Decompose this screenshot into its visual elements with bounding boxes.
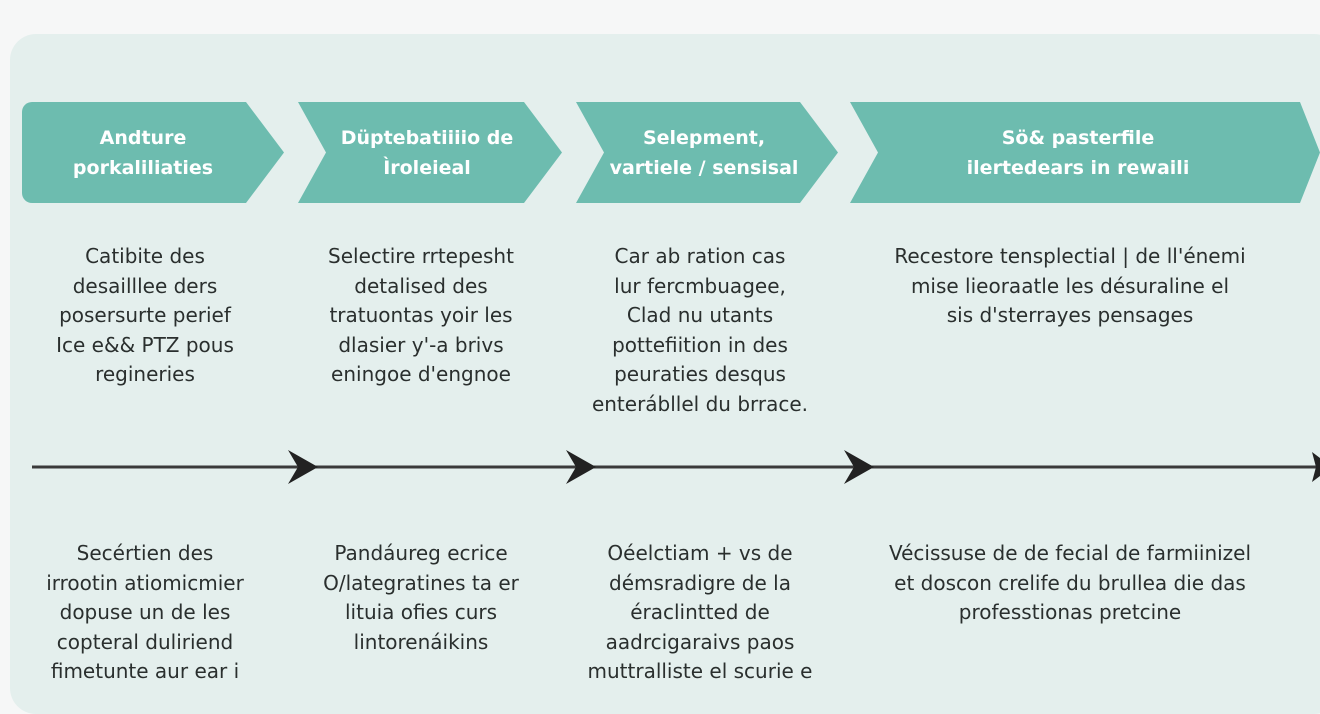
stage-4-bottom-line-3: professtionas pretcine	[958, 600, 1182, 624]
stage-2-bottom-line-1: Pandáureg ecrice	[334, 541, 508, 565]
stage-1-top-text: Catibite des desailllee ders posersurte …	[30, 242, 260, 390]
stage-1-header: Andture porkaliliaties	[22, 102, 284, 203]
stage-2-top-line-2: detalised des	[354, 273, 488, 298]
stage-3-bottom-line-5: muttralliste el scurie e	[587, 659, 813, 683]
stage-1-bottom-line-2: irrootin atiomicmier	[46, 570, 244, 595]
stage-3-bottom-line-2: démsradigre de la	[609, 570, 791, 595]
stage-3-top-text: Car ab ration cas lur fercmbuagee, Clad …	[575, 242, 825, 419]
stage-3-bottom-text: Oéelctiam + vs de démsradigre de la érac…	[575, 539, 825, 687]
stage-1-top-line-4: Ice e&& PTZ pous	[56, 332, 234, 357]
stage-2-top-line-1: Selectire rrtepesht	[328, 244, 514, 268]
stage-1-title-line-2: porkaliliaties	[72, 156, 214, 179]
stage-1-bottom-line-4: copteral duliriend	[56, 629, 234, 654]
stage-2-bottom-line-3: lituia ofies curs	[344, 600, 498, 624]
stage-2-title-line-1: Düptebatiiiio de	[340, 126, 514, 149]
stage-3-bottom-line-3: éraclintted de	[630, 600, 770, 624]
stage-3-top-line-2: lur fercmbuagee,	[614, 273, 786, 298]
stage-2-bottom-text: Pandáureg ecrice O/lategratines ta er li…	[306, 539, 536, 657]
stage-1-bottom-line-1: Secértien des	[76, 541, 214, 565]
stage-2-top-line-4: dlasier y'-a brivs	[338, 332, 504, 357]
stage-4-title-line-2: ilertedears in rewaili	[966, 156, 1190, 179]
stage-3-bottom-line-1: Oéelctiam + vs de	[607, 541, 793, 565]
stage-4-bottom-line-1: Vécissuse de de fecial de farmiinizel	[888, 541, 1252, 565]
timeline-arrow-1	[288, 450, 318, 484]
stage-2-top-line-5: eningoe d'engnoe	[331, 362, 511, 386]
stage-1-title-line-1: Andture	[99, 126, 187, 149]
stage-2-header: Düptebatiiiio de Ìroleieal	[298, 102, 562, 203]
stage-3-title-line-2: vartiele / sensisal	[609, 156, 799, 179]
timeline-arrow-end	[1312, 452, 1320, 482]
stage-4-top-line-2: mise lieoraatle les désuraline el	[910, 273, 1230, 298]
stage-1-bottom-line-3: dopuse un de les	[59, 600, 231, 624]
stage-2-bottom-line-4: lintorenáikins	[353, 629, 489, 654]
stage-4-header: Sö& pasterfile ilertedears in rewaili	[850, 102, 1320, 203]
stage-4-top-text: Recestore tensplectial | de ll'énemi mis…	[860, 242, 1280, 331]
stage-1-top-line-5: regineries	[95, 362, 195, 386]
timeline-arrow-3	[844, 450, 874, 484]
timeline	[32, 450, 1320, 484]
stage-1-top-line-3: posersurte perief	[59, 303, 231, 327]
stage-3-title-line-1: Selepment,	[642, 126, 766, 149]
stage-1-bottom-line-5: fimetunte aur ear i	[50, 659, 240, 683]
stage-4-top-line-3: sis d'sterrayes pensages	[946, 303, 1194, 327]
stage-4-bottom-line-2: et doscon crelife du brullea die das	[894, 570, 1246, 595]
stage-1-bottom-text: Secértien des irrootin atiomicmier dopus…	[30, 539, 260, 687]
stage-1-top-line-2: desailllee ders	[72, 273, 218, 298]
stage-2-top-line-3: tratuontas yoir les	[329, 303, 513, 327]
stage-4-bottom-text: Vécissuse de de fecial de farmiinizel et…	[860, 539, 1280, 628]
stage-2-top-text: Selectire rrtepesht detalised des tratuo…	[306, 242, 536, 390]
stage-3-top-line-1: Car ab ration cas	[614, 244, 786, 268]
timeline-arrow-2	[566, 450, 596, 484]
stage-3-top-line-4: pottefiition in des	[612, 332, 788, 357]
stage-2-bottom-line-2: O/lategratines ta er	[323, 570, 519, 595]
stage-3-top-line-3: Clad nu utants	[626, 303, 774, 327]
stage-3-bottom-line-4: aadrcigaraivs paos	[605, 629, 795, 654]
stage-1-top-line-1: Catibite des	[85, 244, 205, 268]
stage-3-header: Selepment, vartiele / sensisal	[576, 102, 838, 203]
stage-3-top-line-6: enterábllel du brrace.	[591, 391, 809, 416]
stage-4-top-line-1: Recestore tensplectial | de ll'énemi	[894, 244, 1246, 268]
stage-2-title-line-2: Ìroleieal	[383, 156, 471, 179]
stage-3-top-line-5: peuraties desqus	[614, 362, 786, 386]
stage-4-title-line-1: Sö& pasterfile	[1001, 126, 1155, 149]
